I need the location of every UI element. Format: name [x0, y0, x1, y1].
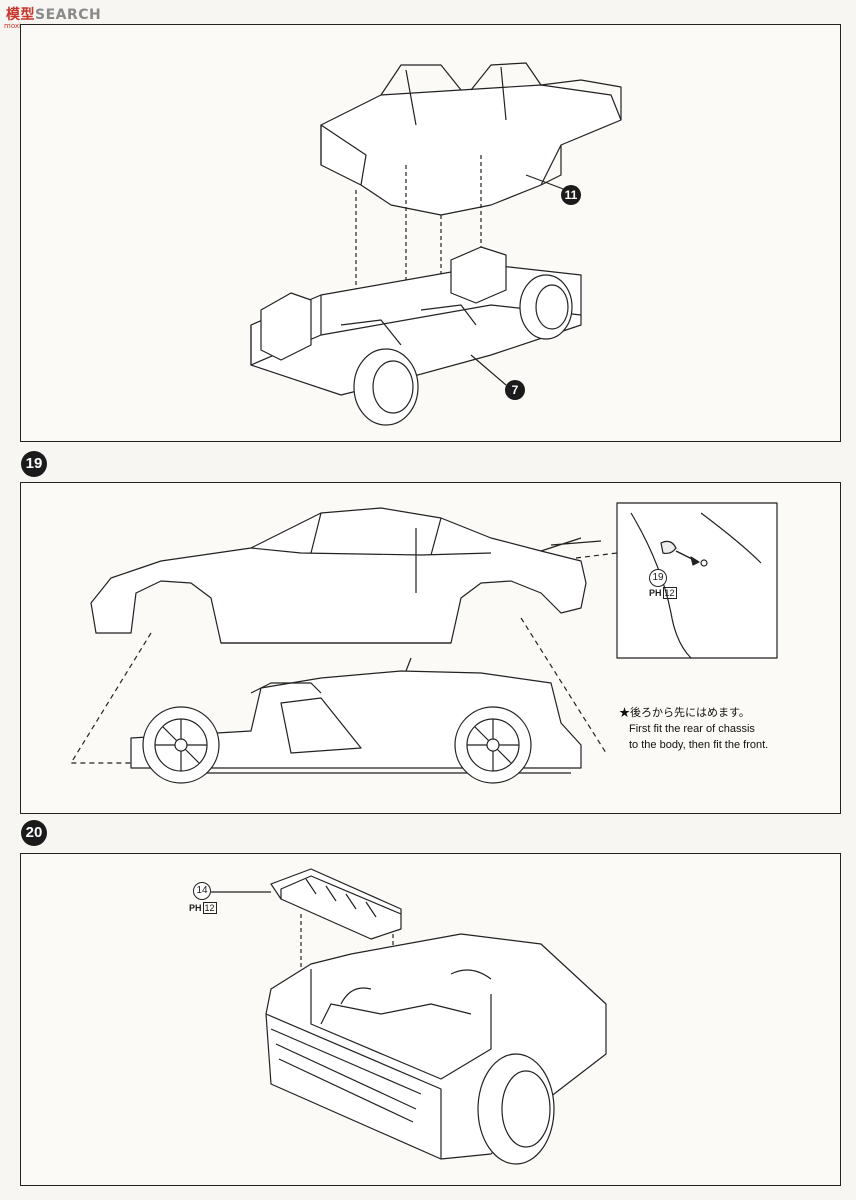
part-19-code-letters: PH: [649, 588, 662, 598]
part-14-marker: 14: [193, 882, 211, 900]
part-7-badge: 7: [505, 380, 525, 400]
assembly-note: ★後ろから先にはめます。 First fit the rear of chass…: [619, 705, 829, 753]
chassis-body-illustration: [250, 62, 622, 426]
watermark-text: SEARCH: [35, 7, 102, 23]
step-20-number: 20: [21, 820, 47, 846]
site-watermark: 模型SEARCH: [6, 4, 101, 24]
assembly-note-en-2: to the body, then fit the front.: [629, 739, 769, 751]
step-19-number: 19: [21, 451, 47, 477]
part-14-code-number: 12: [202, 902, 217, 914]
watermark-brand: 模型: [6, 7, 35, 23]
assembly-note-jp: ★後ろから先にはめます。: [619, 707, 750, 719]
part-19-marker: 19: [649, 569, 667, 587]
step-20-illustration: [211, 868, 607, 1165]
part-14-code-letters: PH: [189, 903, 202, 913]
assembly-note-en-1: First fit the rear of chassis: [629, 723, 755, 735]
panel-chassis-body-assembly: 11 7: [20, 24, 841, 442]
part-11-badge: 11: [561, 185, 581, 205]
part-19-code-number: 12: [662, 587, 677, 599]
step-19-illustration: [70, 502, 778, 784]
